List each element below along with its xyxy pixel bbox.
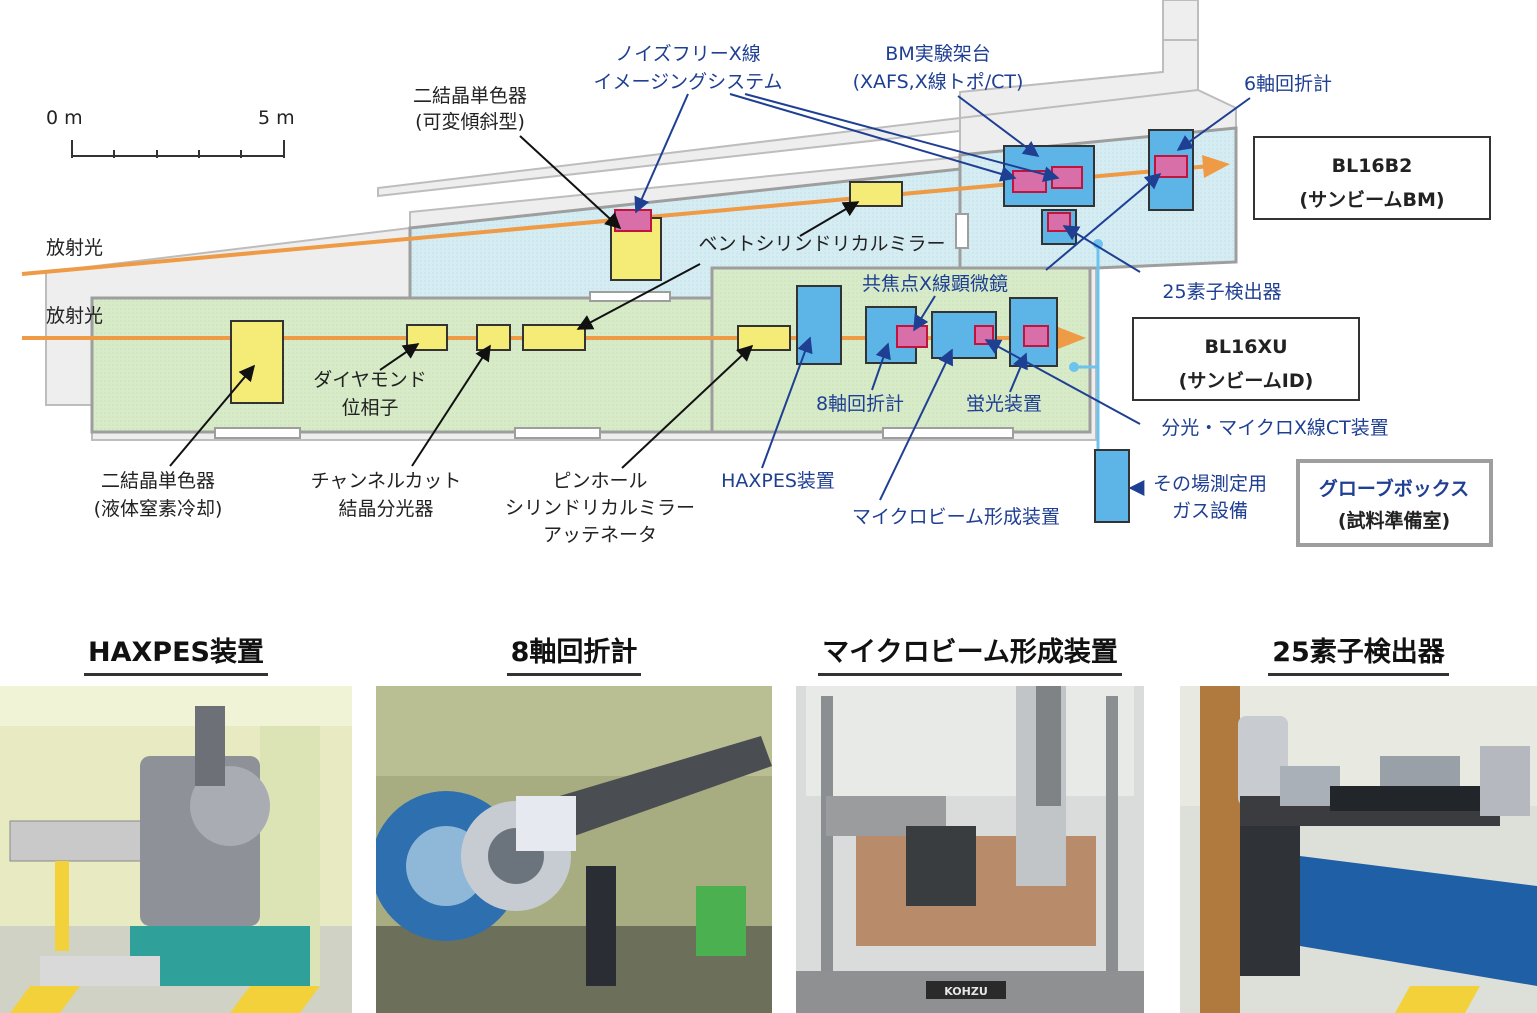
glovebox-name: グローブボックス [1319, 477, 1469, 500]
door [589, 291, 671, 302]
gas-block [1094, 449, 1130, 523]
fluor-label: 蛍光装置 [966, 393, 1042, 415]
glovebox-box [1296, 459, 1493, 547]
photo-title-microbeam: マイクロビーム形成装置 [796, 630, 1144, 676]
leader-line [621, 344, 754, 469]
pinhole-label: ピンホール [552, 470, 647, 492]
diamond-label: ダイヤモンド [313, 369, 426, 391]
beamline-layout-diagram: 0 m 5 m 放射光 放射光 BL16B2 (サンビームBM) BL16XU … [21, 0, 1493, 547]
confocal-label: 共焦点X線顕微鏡 [862, 273, 1008, 295]
six-axis-pink [1154, 155, 1188, 178]
channel-cut-label: チャンネルカット [311, 470, 462, 492]
microbeam-photo: KOHZU [796, 686, 1144, 1013]
leader-line [957, 95, 1040, 157]
leader-line [984, 339, 1141, 425]
bl16xu-name: BL16XU [1204, 336, 1287, 358]
channel-cut-label-2: 結晶分光器 [338, 498, 433, 520]
diamond-label-2: 位相子 [341, 397, 398, 419]
leader-line [169, 364, 256, 467]
leader-line [634, 93, 689, 214]
mono-ln2-label-2: (液体窒素冷却) [94, 498, 223, 520]
shield-wall-top [377, 39, 1199, 198]
fluor-pink [1023, 325, 1049, 347]
bm-beam-arrow [1202, 155, 1230, 178]
gas-label: その場測定用 [1153, 473, 1267, 495]
haxpes-block [796, 285, 842, 365]
leader-line [411, 344, 491, 467]
bm-light-label: 放射光 [46, 237, 103, 259]
leader-line [729, 93, 1017, 182]
id-hutch-1 [90, 296, 718, 434]
leader-line [744, 93, 1060, 182]
bm-stand-label: BM実験架台 [885, 43, 990, 65]
noise-free-label: ノイズフリーX線 [615, 43, 760, 65]
pinhole-block [737, 325, 791, 351]
leader-line [576, 263, 701, 330]
haxpes-label: HAXPES装置 [721, 470, 835, 492]
eight-axis-label: 8軸回折計 [816, 393, 904, 415]
leader-line [871, 342, 891, 391]
confocal-pink [896, 325, 928, 348]
kohzu-plate: KOHZU [944, 985, 988, 998]
scale-bar [71, 140, 285, 158]
leader-line [799, 201, 860, 237]
eight-axis-block [865, 306, 917, 364]
leader-line [913, 295, 936, 332]
scale-left-label: 0 m [46, 107, 83, 129]
mirror-id-block [522, 324, 586, 351]
detector-photo [1180, 686, 1537, 1013]
bm-stand-label-2: (XAFS,X線トポ/CT) [853, 71, 1024, 93]
leader-line [519, 135, 622, 230]
glovebox-sub: (試料準備室) [1338, 509, 1450, 532]
bl16xu-sub: (サンビームID) [1179, 370, 1314, 392]
six-axis-label: 6軸回折計 [1244, 73, 1332, 95]
photo-title-haxpes: HAXPES装置 [0, 630, 352, 676]
mono-variable-label: 二結晶単色器 [413, 85, 527, 107]
leader-line [1176, 97, 1251, 151]
id-beam-arrow [1058, 327, 1086, 349]
door [214, 427, 301, 439]
det25-label: 25素子検出器 [1162, 281, 1281, 303]
photo-title-eight-axis: 8軸回折計 [376, 630, 772, 676]
photo-title-det25: 25素子検出器 [1180, 630, 1537, 676]
leader-line [879, 348, 953, 501]
leader-line [1062, 225, 1141, 273]
haxpes-photo [0, 686, 352, 1013]
microbeam-label: マイクロビーム形成装置 [852, 506, 1060, 528]
spectro-ct-label: 分光・マイクロX線CT装置 [1161, 417, 1389, 439]
gas-label-2: ガス設備 [1172, 500, 1248, 522]
noise-free-label-2: イメージングシステム [593, 71, 782, 93]
bl16b2-box [1253, 136, 1491, 220]
door [882, 427, 1014, 439]
scale-right-label: 5 m [258, 107, 295, 129]
mono-ln2-label: 二結晶単色器 [101, 470, 215, 492]
bent-mirror-label: ベントシリンドリカルミラー [698, 233, 945, 255]
leader-line [761, 336, 813, 469]
bl16b2-sub: (サンビームBM) [1299, 189, 1444, 211]
mono-variable-label-2: (可変傾斜型) [415, 111, 525, 133]
diffractometer-photo [376, 686, 772, 1013]
bm-door [955, 213, 969, 249]
channel-cut-block [476, 324, 511, 351]
bl16xu-box [1132, 317, 1360, 401]
id-light-label: 放射光 [46, 305, 103, 327]
pinhole-label-3: アッテネータ [543, 524, 657, 546]
bl16b2-name: BL16B2 [1332, 155, 1413, 177]
leader-line [379, 343, 420, 371]
noise-free-pink [614, 209, 652, 232]
mono-ln2-block [230, 320, 284, 404]
leader-line [1045, 172, 1162, 271]
door [514, 427, 601, 439]
pinhole-label-2: シリンドリカルミラー [505, 497, 695, 519]
